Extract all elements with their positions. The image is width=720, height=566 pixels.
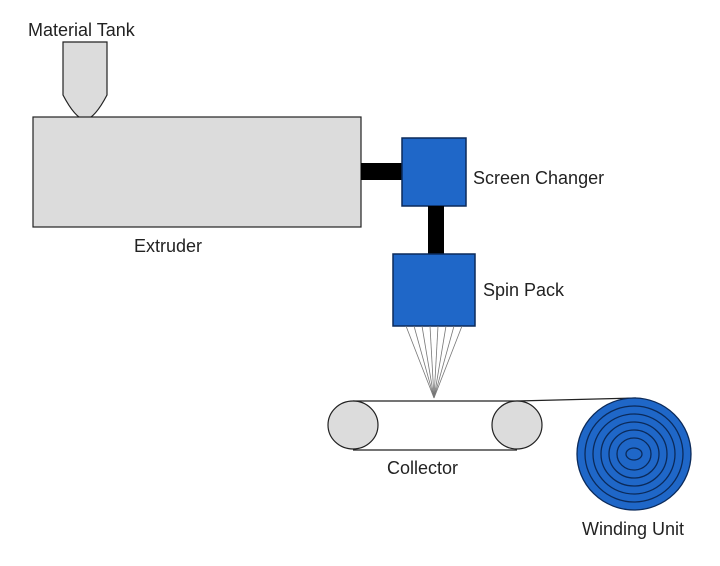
collector-roller-left	[327, 400, 379, 450]
spin-pack-box	[392, 253, 476, 327]
material-tank-label: Material Tank	[28, 20, 136, 40]
winding-unit-label: Winding Unit	[582, 519, 684, 539]
screen-changer-connector	[428, 206, 444, 254]
screen-changer-label: Screen Changer	[473, 168, 604, 188]
collector-label: Collector	[387, 458, 458, 478]
collector-belt	[353, 397, 637, 451]
winding-unit-roll	[576, 397, 692, 511]
extruder-connector	[361, 163, 403, 180]
screen-changer-box	[401, 137, 467, 207]
extruder-label: Extruder	[134, 236, 202, 256]
spin-pack-label: Spin Pack	[483, 280, 565, 300]
collector-roller-right	[491, 400, 543, 450]
extruder-body	[32, 116, 362, 228]
material-tank-hopper	[62, 41, 108, 121]
filament-strands	[405, 325, 463, 399]
